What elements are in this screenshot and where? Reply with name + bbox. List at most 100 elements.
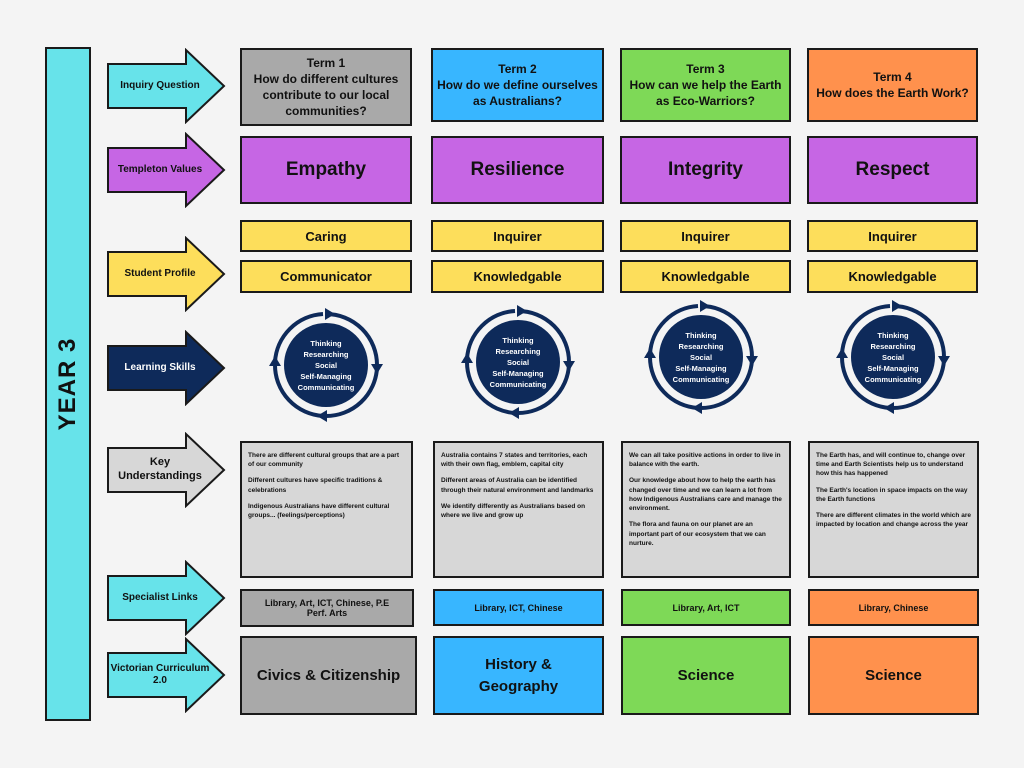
skill-item: Self-Managing — [300, 371, 352, 381]
row-label-text: Specialist Links — [122, 591, 198, 603]
arrow-shape — [107, 236, 226, 312]
arrow-shape — [107, 560, 226, 636]
arrow-shape — [107, 432, 226, 508]
skill-item: Thinking — [310, 338, 342, 348]
skill-item: Communicating — [672, 374, 730, 384]
row-label-learning-skills: Learning Skills — [106, 330, 226, 406]
term-2-profile-trait-2: Knowledgable — [431, 260, 604, 293]
year-label: YEAR 3 — [54, 337, 81, 431]
term-1-inquiry-box: Term 1 How do different cultures contrib… — [240, 48, 412, 126]
term-2-question: How do we define ourselves as Australian… — [437, 78, 598, 108]
term-4-question: How does the Earth Work? — [816, 86, 969, 100]
skill-item: Social — [689, 352, 713, 362]
term-3-learning-skills-cycle: Thinking Researching Social Self-Managin… — [642, 298, 760, 416]
term-2-understandings-box: Australia contains 7 states and territor… — [433, 441, 604, 578]
understanding-item: There are different cultural groups that… — [248, 452, 399, 469]
term-2-profile-trait-1: Inquirer — [431, 220, 604, 252]
term-2-curriculum-box: History & Geography — [433, 636, 604, 715]
term-2-specialist-links: Library, ICT, Chinese — [433, 589, 604, 626]
term-2-title: Term 2 — [498, 62, 537, 76]
understanding-item: We can all take positive actions in orde… — [629, 452, 781, 469]
skill-item: Communicating — [864, 374, 922, 384]
skills-list: Thinking Researching Social Self-Managin… — [834, 298, 952, 416]
term-1-learning-skills-cycle: Thinking Researching Social Self-Managin… — [267, 306, 385, 424]
skill-item: Self-Managing — [492, 368, 544, 378]
term-1-profile-trait-2: Communicator — [240, 260, 412, 293]
understanding-item: We identify differently as Australians b… — [441, 502, 586, 520]
understanding-item: Australia contains 7 states and territor… — [441, 452, 588, 469]
understanding-item: The Earth's location in space impacts on… — [816, 486, 968, 503]
term-4-learning-skills-cycle: Thinking Researching Social Self-Managin… — [834, 298, 952, 416]
term-3-question: How can we help the Earth as Eco-Warrior… — [629, 78, 782, 108]
skill-item: Self-Managing — [867, 363, 919, 373]
term-2-learning-skills-cycle: Thinking Researching Social Self-Managin… — [459, 303, 577, 421]
term-2-value-box: Resilience — [431, 136, 604, 204]
skills-list: Thinking Researching Social Self-Managin… — [642, 298, 760, 416]
skill-item: Self-Managing — [675, 363, 727, 373]
year-label-bar: YEAR 3 — [45, 47, 91, 721]
arrow-shape — [107, 48, 226, 124]
term-4-title: Term 4 — [873, 70, 912, 84]
cycle-arrows-icon — [644, 300, 758, 414]
arrow-shape — [107, 132, 226, 208]
understanding-item: Our knowledge about how to help the eart… — [629, 477, 782, 513]
skill-item: Researching — [870, 341, 916, 351]
term-1-specialist-links: Library, Art, ICT, Chinese, P.E Perf. Ar… — [240, 589, 414, 627]
term-4-value-box: Respect — [807, 136, 978, 204]
term-4-inquiry-box: Term 4 How does the Earth Work? — [807, 48, 978, 122]
term-3-profile-trait-1: Inquirer — [620, 220, 791, 252]
row-label-text: Student Profile — [124, 267, 196, 279]
understanding-item: Different cultures have specific traditi… — [248, 477, 383, 494]
term-4-specialist-links: Library, Chinese — [808, 589, 979, 626]
term-1-question: How do different cultures contribute to … — [253, 72, 399, 118]
row-label-text: Victorian Curriculum 2.0 — [110, 662, 210, 687]
term-3-curriculum-box: Science — [621, 636, 791, 715]
term-3-value-box: Integrity — [620, 136, 791, 204]
term-4-profile-trait-1: Inquirer — [807, 220, 978, 252]
term-2-inquiry-content: Term 2 How do we define ourselves as Aus… — [437, 61, 598, 109]
understanding-item: Different areas of Australia can be iden… — [441, 477, 594, 494]
term-3-understandings-box: We can all take positive actions in orde… — [621, 441, 791, 578]
row-label-victorian-curriculum: Victorian Curriculum 2.0 — [106, 637, 226, 713]
row-label-text: Key Understandings — [118, 456, 202, 482]
understanding-item: There are different climates in the worl… — [816, 512, 971, 529]
understanding-item: The flora and fauna on our planet are an… — [629, 521, 766, 547]
skill-item: Thinking — [502, 335, 534, 345]
understanding-item: The Earth has, and will continue to, cha… — [816, 452, 966, 478]
row-label-student-profile: Student Profile — [106, 236, 226, 312]
row-label-text: Learning Skills — [124, 361, 196, 373]
skill-item: Researching — [678, 341, 724, 351]
understanding-item: Indigenous Australians have different cu… — [248, 502, 390, 520]
term-1-inquiry-content: Term 1 How do different cultures contrib… — [246, 55, 406, 119]
row-label-text: Templeton Values — [117, 163, 203, 175]
row-label-text: Inquiry Question — [120, 79, 200, 91]
skills-list: Thinking Researching Social Self-Managin… — [267, 306, 385, 424]
term-1-value-box: Empathy — [240, 136, 412, 204]
term-3-inquiry-content: Term 3 How can we help the Earth as Eco-… — [626, 61, 785, 109]
cycle-arrows-icon — [269, 308, 383, 422]
skill-item: Social — [881, 352, 905, 362]
term-3-inquiry-box: Term 3 How can we help the Earth as Eco-… — [620, 48, 791, 122]
arrow-shape — [107, 330, 226, 406]
term-4-curriculum-box: Science — [808, 636, 979, 715]
skill-item: Thinking — [877, 330, 909, 340]
skill-item: Researching — [303, 349, 349, 359]
term-3-profile-trait-2: Knowledgable — [620, 260, 791, 293]
row-label-templeton-values: Templeton Values — [106, 132, 226, 208]
arrow-shape — [107, 637, 226, 713]
term-4-inquiry-content: Term 4 How does the Earth Work? — [816, 69, 968, 101]
term-1-curriculum-box: Civics & Citizenship — [240, 636, 417, 715]
skill-item: Social — [506, 357, 530, 367]
term-1-profile-trait-1: Caring — [240, 220, 412, 252]
skill-item: Communicating — [489, 379, 547, 389]
cycle-arrows-icon — [836, 300, 950, 414]
term-3-specialist-links: Library, Art, ICT — [621, 589, 791, 626]
term-4-profile-trait-2: Knowledgable — [807, 260, 978, 293]
skill-item: Communicating — [297, 382, 355, 392]
skill-item: Researching — [495, 346, 541, 356]
row-label-key-understandings: Key Understandings — [106, 432, 226, 508]
term-4-understandings-box: The Earth has, and will continue to, cha… — [808, 441, 979, 578]
term-1-understandings-box: There are different cultural groups that… — [240, 441, 413, 578]
term-1-title: Term 1 — [306, 56, 346, 70]
skill-item: Social — [314, 360, 338, 370]
